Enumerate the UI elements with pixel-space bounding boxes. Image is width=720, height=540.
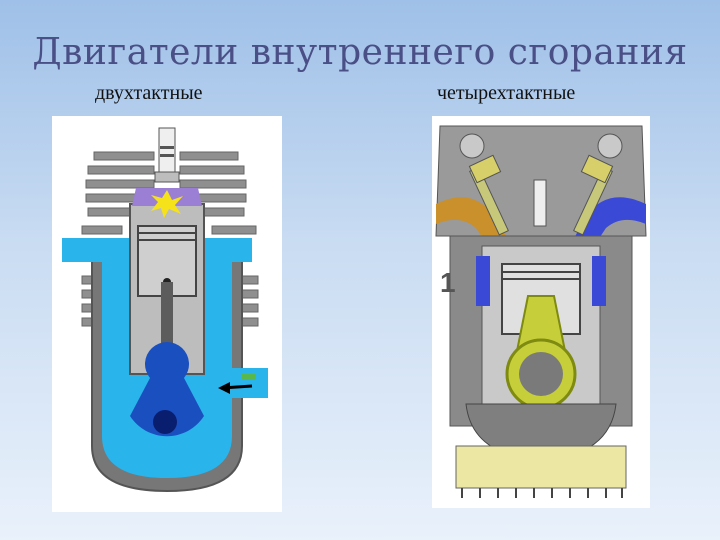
four-stroke-engine-figure: 1 xyxy=(432,116,650,508)
two-stroke-engine-drawing xyxy=(52,116,282,512)
two-stroke-engine-figure xyxy=(52,116,282,512)
four-stroke-caption: четырехтактные xyxy=(437,82,575,105)
four-stroke-engine-drawing: 1 xyxy=(432,116,650,508)
two-stroke-caption: двухтактные xyxy=(95,82,203,105)
slide-title: Двигатели внутреннего сгорания xyxy=(0,32,720,73)
stroke-number-label: 1 xyxy=(440,267,456,298)
